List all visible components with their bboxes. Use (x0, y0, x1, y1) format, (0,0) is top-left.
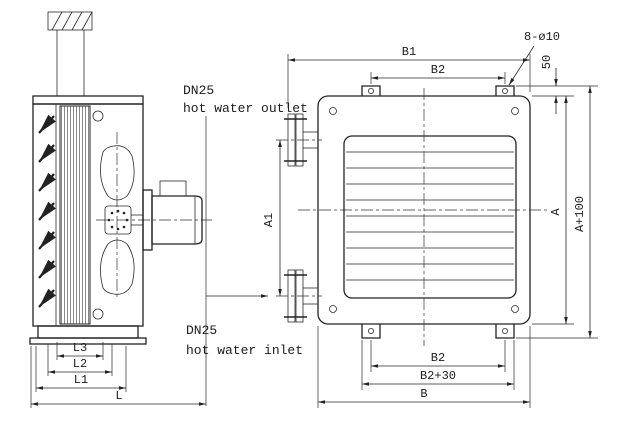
motor (96, 180, 212, 251)
front-view (276, 85, 548, 346)
bracket-hole (367, 327, 374, 334)
inlet-pipe-end (92, 308, 104, 320)
flange-inlet (276, 269, 322, 323)
corner-hole (329, 107, 337, 115)
front-view-dimensions: B1 B2 A1 A A+100 50 8-ø10 B2 B2+30 B (262, 30, 598, 408)
louver-slat (38, 172, 56, 192)
dim-label-l2: L2 (73, 357, 87, 371)
side-view-dimensions: L3 L2 L1 L (30, 341, 206, 408)
motor-body (151, 195, 203, 245)
corner-hole (511, 305, 519, 313)
pipe-annotations: DN25 hot water outlet DN25 hot water inl… (183, 83, 308, 406)
top-plate (32, 95, 144, 105)
fan (100, 132, 143, 300)
outlet-label-text: hot water outlet (183, 101, 308, 116)
louver-slat (38, 230, 56, 250)
louver-panel (343, 135, 517, 299)
bracket-hole (367, 88, 374, 95)
bracket-top-right (495, 85, 515, 96)
louver-slat (38, 288, 56, 308)
base-flange (29, 337, 147, 345)
motor-terminal-box (159, 180, 187, 197)
dim-label-b2-plus-30: B2+30 (420, 369, 456, 383)
dim-label-l3: L3 (73, 341, 87, 355)
fan-blade-top (100, 145, 135, 201)
louver-slat (38, 114, 56, 134)
louver-slat (38, 201, 56, 221)
dim-label-l: L (115, 389, 122, 403)
base-channel (37, 325, 139, 339)
dim-label-b2-top: B2 (431, 63, 445, 77)
dim-label-l1: L1 (74, 373, 88, 387)
corner-hole (511, 107, 519, 115)
bracket-hole (501, 327, 508, 334)
dim-label-b2-bottom: B2 (431, 351, 445, 365)
louver-slat (38, 143, 56, 163)
dim-label-b1: B1 (402, 45, 416, 59)
flange-outlet (276, 113, 322, 167)
dim-label-a-plus-100: A+100 (573, 196, 587, 232)
bracket-bottom-left (361, 324, 381, 339)
outlet-pipe-end (92, 110, 104, 122)
bracket-bottom-right (495, 324, 515, 339)
side-view (29, 11, 212, 345)
dim-label-a: A (549, 208, 563, 216)
top-hood (47, 11, 93, 96)
dim-label-b: B (420, 387, 427, 401)
bracket-hole (501, 88, 508, 95)
inlet-label-text: hot water inlet (186, 343, 303, 358)
mounting-brackets (361, 85, 515, 339)
bracket-top-left (361, 85, 381, 96)
fan-blade-bottom (100, 239, 135, 295)
heat-coil (59, 105, 91, 325)
inlet-label-dn25: DN25 (186, 323, 217, 338)
louver-strip (38, 104, 57, 326)
louver-slat (38, 259, 56, 279)
dim-label-50: 50 (540, 55, 554, 69)
holes-callout-leader (508, 45, 535, 86)
dim-label-a1: A1 (262, 213, 276, 227)
corner-hole (329, 305, 337, 313)
holes-callout-label: 8-ø10 (524, 30, 560, 44)
outlet-label-dn25: DN25 (183, 83, 214, 98)
